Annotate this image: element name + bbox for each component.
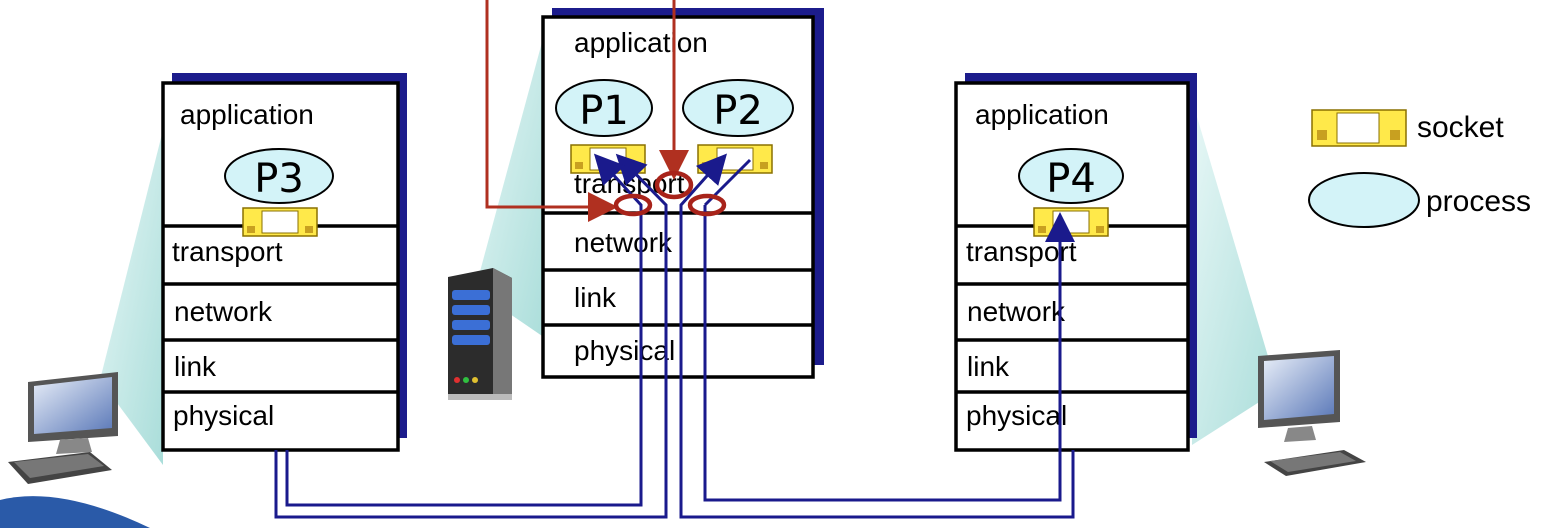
path-p3-to-p1-outer xyxy=(274,153,668,519)
process-p2-label: P2 xyxy=(713,88,763,134)
right-protocol-stack: application transport network link physi… xyxy=(954,73,1197,452)
left-protocol-stack: application transport network link physi… xyxy=(161,73,407,452)
right-host-cone xyxy=(1192,100,1278,445)
process-p2 xyxy=(682,79,794,137)
right-application-label: application xyxy=(975,99,1109,130)
right-stack-frame xyxy=(954,81,1190,452)
blue-delivery-paths xyxy=(274,153,1075,519)
red-paths xyxy=(485,0,689,222)
demux-ring-center xyxy=(654,170,694,200)
socket-p2 xyxy=(697,144,773,174)
right-computer-icon xyxy=(1258,350,1366,476)
process-p4-label: P4 xyxy=(1046,156,1096,202)
server-physical-label: physical xyxy=(574,335,675,366)
process-p1-label: P1 xyxy=(579,88,629,134)
process-p3-label: P3 xyxy=(254,156,304,202)
legend: socket process xyxy=(1308,109,1531,228)
legend-process-label: process xyxy=(1426,185,1531,218)
process-p4 xyxy=(1018,148,1124,204)
legend-socket-icon xyxy=(1311,109,1407,147)
process-p3 xyxy=(224,148,334,204)
left-physical-label: physical xyxy=(173,400,274,431)
path-p4-to-p2-outer xyxy=(679,153,1075,519)
process-p1 xyxy=(555,79,653,137)
left-computer-icon xyxy=(8,372,118,484)
socket-p3 xyxy=(242,207,318,237)
left-application-label: application xyxy=(180,99,314,130)
left-link-label: link xyxy=(174,351,217,382)
slide-corner-accent xyxy=(0,496,150,528)
left-stack-frame xyxy=(161,81,400,452)
server-cone xyxy=(475,20,548,340)
left-transport-label: transport xyxy=(172,236,283,267)
server-link-label: link xyxy=(574,282,617,313)
server-application-label: application xyxy=(574,27,708,58)
path-server-to-p4 xyxy=(703,205,1075,502)
right-network-label: network xyxy=(967,296,1066,327)
red-path-left xyxy=(485,0,618,222)
server-network-label: network xyxy=(574,227,673,258)
path-p3-to-p1-inner xyxy=(285,153,643,507)
demux-ring-left xyxy=(613,193,653,217)
left-network-label: network xyxy=(174,296,273,327)
socket-p4 xyxy=(1033,207,1109,237)
legend-process-icon xyxy=(1308,172,1420,228)
right-link-label: link xyxy=(967,351,1010,382)
right-physical-label: physical xyxy=(966,400,1067,431)
legend-socket-label: socket xyxy=(1417,111,1504,144)
server-icon xyxy=(448,268,512,400)
demux-ring-right xyxy=(687,193,727,217)
